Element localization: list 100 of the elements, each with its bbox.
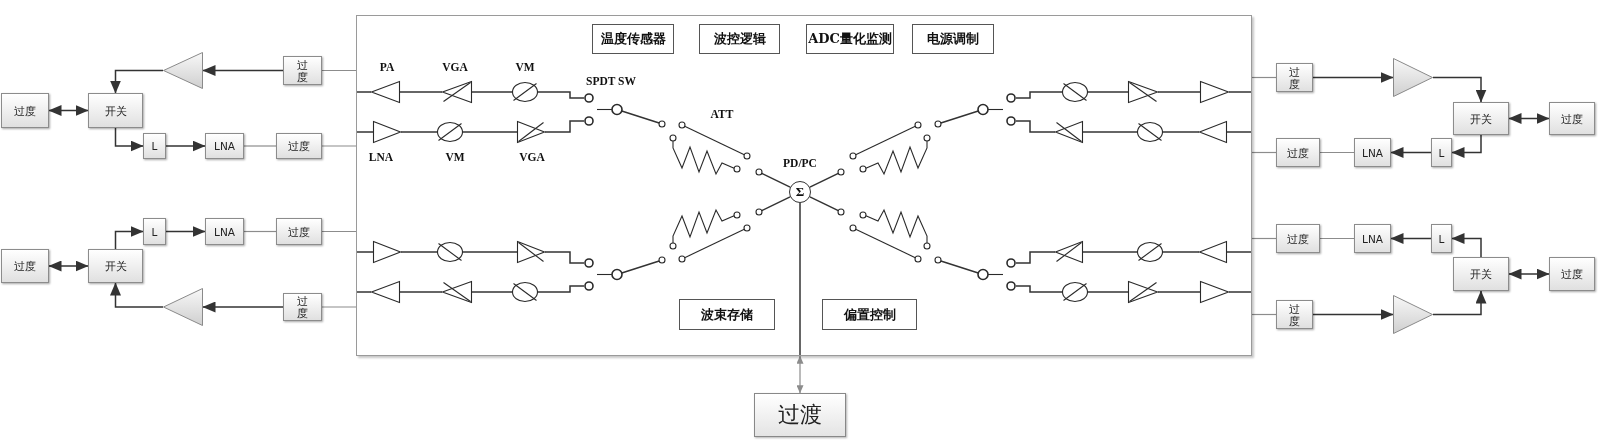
connector-line xyxy=(355,251,374,253)
variable-gain-amplifier-symbol xyxy=(442,281,472,303)
connector-line xyxy=(321,145,357,147)
arrow xyxy=(202,301,284,313)
component-label: PD/PC xyxy=(783,156,817,170)
amplifier-symbol xyxy=(373,121,401,143)
arrow xyxy=(1432,76,1487,103)
variable-gain-amplifier-symbol xyxy=(1055,241,1083,263)
connector-line xyxy=(1251,151,1277,154)
arrow xyxy=(110,69,164,94)
process-box: LNA xyxy=(205,133,244,159)
summing-circle: Σ xyxy=(789,181,811,203)
connector-line xyxy=(462,251,518,253)
connector-line xyxy=(621,110,660,124)
connector-line xyxy=(940,260,979,274)
connector-line xyxy=(400,251,438,253)
amplifier-triangle xyxy=(163,52,203,89)
process-box: 过度 xyxy=(1276,300,1313,329)
process-box: 开关 xyxy=(1453,257,1509,291)
connector-line xyxy=(1251,237,1277,240)
connector-line xyxy=(243,230,277,233)
connector-line xyxy=(1087,291,1129,293)
vector-modulator-symbol xyxy=(512,82,538,102)
connector-line xyxy=(1157,291,1201,293)
connector-line xyxy=(321,69,357,72)
component-label: VGA xyxy=(519,150,545,164)
variable-gain-amplifier-symbol xyxy=(517,121,545,143)
process-box: LNA xyxy=(1354,224,1391,253)
connector-line xyxy=(544,120,585,133)
connector-line xyxy=(1015,91,1063,99)
process-box: 过度 xyxy=(1276,63,1313,92)
amplifier-symbol xyxy=(371,81,400,103)
connector-line xyxy=(321,306,357,308)
amplifier-triangle xyxy=(1393,295,1433,334)
arrow xyxy=(1312,72,1394,83)
connector-line xyxy=(355,91,372,93)
function-box: 温度传感器 xyxy=(592,24,674,54)
vector-modulator-symbol xyxy=(1062,282,1088,302)
variable-gain-amplifier-symbol xyxy=(1128,81,1158,103)
switch-symbol xyxy=(977,258,1016,291)
amplifier-triangle xyxy=(163,288,203,326)
attenuator-symbol xyxy=(658,208,763,264)
connector-line xyxy=(243,145,277,147)
arrow xyxy=(202,65,284,76)
arrow xyxy=(1451,134,1482,158)
process-box: 过度 xyxy=(276,218,322,245)
amplifier-symbol xyxy=(371,281,400,303)
connector-line xyxy=(400,131,438,133)
arrow xyxy=(114,226,144,250)
connector-line xyxy=(399,291,443,293)
connector-line xyxy=(321,230,357,233)
process-box: 过度 xyxy=(1276,138,1320,167)
amplifier-symbol xyxy=(1199,121,1227,143)
arrow xyxy=(114,127,144,152)
connector-line xyxy=(809,196,840,212)
amplifier-symbol xyxy=(1200,81,1229,103)
function-box: 波束存储 xyxy=(679,299,775,330)
connector-line xyxy=(1251,313,1277,316)
component-label: SPDT SW xyxy=(586,74,636,88)
connector-line xyxy=(1251,76,1277,79)
process-box: L xyxy=(143,218,166,245)
connector-line xyxy=(1015,120,1056,133)
connector-line xyxy=(462,131,518,133)
component-label: VGA xyxy=(442,60,468,74)
process-box: LNA xyxy=(205,218,244,245)
function-box: 偏置控制 xyxy=(822,299,917,330)
connector-line xyxy=(760,172,791,188)
switch-symbol xyxy=(584,93,623,126)
arrow xyxy=(1508,268,1550,280)
connector-line xyxy=(537,91,585,99)
connector-line xyxy=(355,291,372,293)
process-box: 过度 xyxy=(1549,257,1595,291)
arrow xyxy=(165,140,206,152)
connector-line xyxy=(471,91,513,93)
function-box: 电源调制 xyxy=(912,24,994,54)
attenuator-symbol xyxy=(658,120,763,176)
arrow xyxy=(796,355,804,394)
connector-line xyxy=(1087,91,1129,93)
connector-line xyxy=(1226,131,1253,133)
amplifier-triangle xyxy=(1393,58,1433,97)
connector-line xyxy=(355,131,374,133)
connector-line xyxy=(1082,251,1138,253)
connector-line xyxy=(544,251,585,264)
arrow xyxy=(165,226,206,237)
arrow xyxy=(1312,309,1394,320)
connector-line xyxy=(1162,131,1200,133)
component-label: ATT xyxy=(710,107,734,121)
variable-gain-amplifier-symbol xyxy=(517,241,545,263)
connector-line xyxy=(799,202,801,357)
arrow xyxy=(1508,113,1550,124)
arrow xyxy=(1390,233,1432,244)
arrow xyxy=(1451,233,1482,258)
connector-line xyxy=(1157,91,1201,93)
attenuator-symbol xyxy=(837,208,942,264)
process-box: 过度 xyxy=(1276,224,1320,253)
connector-line xyxy=(1319,237,1355,240)
amplifier-symbol xyxy=(373,241,401,263)
module-box xyxy=(356,15,1252,356)
vector-modulator-symbol xyxy=(1062,82,1088,102)
connector-line xyxy=(809,172,840,188)
